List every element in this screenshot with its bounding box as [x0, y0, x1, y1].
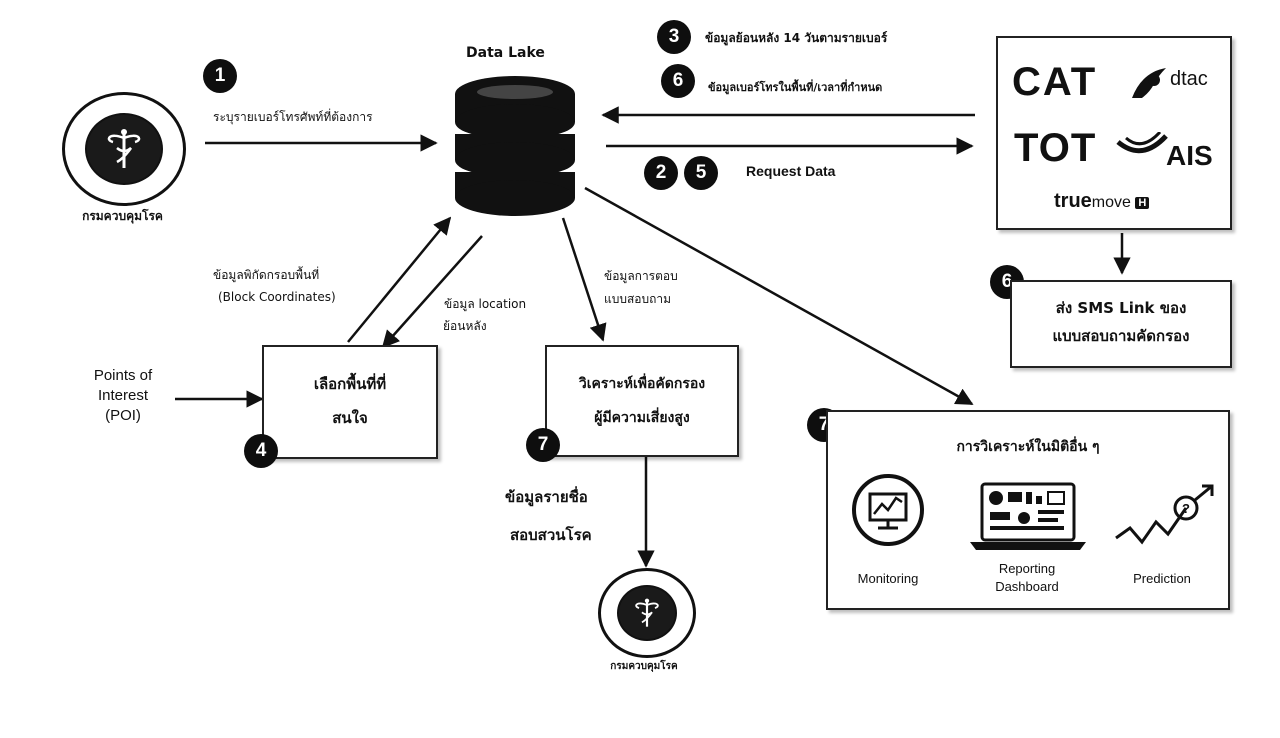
step-badge-4: 4	[244, 434, 278, 468]
other-analysis-title: การวิเคราะห์ในมิติอื่น ๆ	[956, 439, 1100, 455]
arrow-area-to-datalake	[347, 216, 452, 343]
edge-label-investigation-2: สอบสวนโรค	[510, 526, 592, 544]
edge-label-block-coords-en: (Block Coordinates)	[218, 290, 336, 304]
sms-link-box: ส่ง SMS Link ของ แบบสอบถามคัดกรอง	[1010, 280, 1232, 368]
analyze-line-1: วิเคราะห์เพื่อคัดกรอง	[578, 376, 706, 392]
truemove-logo: truemove H	[1054, 190, 1150, 213]
edge-label-specify-numbers: ระบุรายเบอร์โทรศัพท์ที่ต้องการ	[213, 110, 373, 124]
ais-logo-text: AIS	[1166, 140, 1213, 171]
telecom-operators-box: CAT dtac TOT AIS truemove H	[996, 36, 1232, 230]
step-badge-5: 5	[684, 156, 718, 190]
sms-line-1: ส่ง SMS Link ของ	[1055, 299, 1187, 317]
edge-label-survey-1: ข้อมูลการตอบ	[604, 269, 678, 283]
step-badge-1: 1	[203, 59, 237, 93]
step-badge-7-analyze: 7	[526, 428, 560, 462]
step-badge-3: 3	[657, 20, 691, 54]
arrow-datalake-to-area	[381, 235, 483, 349]
dtac-logo-icon	[1132, 68, 1166, 98]
database-icon	[454, 76, 576, 216]
analyze-line-2: ผู้มีความเสี่ยงสูง	[594, 410, 690, 426]
edge-label-history-14-days: ข้อมูลย้อนหลัง 14 วันตามรายเบอร์	[705, 31, 888, 45]
tool-label-prediction: Prediction	[1133, 571, 1191, 586]
select-area-line-2: สนใจ	[332, 409, 368, 427]
arrow-datalake-to-analyze	[561, 217, 607, 342]
analyze-risk-box: วิเคราะห์เพื่อคัดกรอง ผู้มีความเสี่ยงสูง	[545, 345, 739, 457]
department-seal-icon	[62, 92, 186, 206]
step-badge-2: 2	[644, 156, 678, 190]
department-caption: กรมควบคุมโรค	[82, 209, 163, 223]
tot-logo: TOT	[1014, 126, 1097, 170]
ais-logo-icon	[1116, 132, 1168, 154]
edge-label-investigation-1: ข้อมูลรายชื่อ	[505, 488, 588, 506]
tool-label-monitoring: Monitoring	[857, 571, 919, 586]
other-analysis-box: การวิเคราะห์ในมิติอื่น ๆ Monitoring Repo…	[826, 410, 1230, 610]
dtac-logo-text: dtac	[1170, 68, 1208, 90]
edge-label-block-coords-th: ข้อมูลพิกัดกรอบพื้นที่	[213, 268, 320, 282]
sms-line-2: แบบสอบถามคัดกรอง	[1052, 327, 1190, 345]
select-area-line-1: เลือกพื้นที่ที่	[313, 375, 387, 393]
caduceus-icon-bottom	[635, 598, 659, 627]
select-area-box: เลือกพื้นที่ที่ สนใจ	[262, 345, 438, 459]
edge-label-request-data: Request Data	[746, 163, 836, 179]
datalake-title: Data Lake	[466, 45, 545, 61]
edge-label-location-2: ย้อนหลัง	[443, 319, 487, 333]
tool-label-reporting-dashboard: Reporting Dashboard	[995, 561, 1059, 594]
edge-label-survey-2: แบบสอบถาม	[604, 292, 672, 306]
trend-line-icon: ?	[1115, 484, 1214, 545]
caduceus-icon	[107, 129, 141, 168]
monitor-chart-icon	[852, 474, 924, 546]
cat-logo: CAT	[1012, 60, 1098, 104]
department-caption-bottom: กรมควบคุมโรค	[610, 661, 678, 672]
edge-label-numbers-in-area: ข้อมูลเบอร์โทรในพื้นที่/เวลาที่กำหนด	[708, 81, 883, 94]
laptop-dashboard-icon	[970, 482, 1086, 550]
arrow-datalake-to-other	[584, 186, 974, 406]
svg-text:?: ?	[1182, 501, 1190, 516]
step-badge-6-top: 6	[661, 64, 695, 98]
poi-label: Points of Interest (POI)	[93, 367, 153, 424]
department-seal-icon-bottom	[598, 568, 696, 658]
edge-label-location-1: ข้อมูล location	[444, 297, 527, 311]
